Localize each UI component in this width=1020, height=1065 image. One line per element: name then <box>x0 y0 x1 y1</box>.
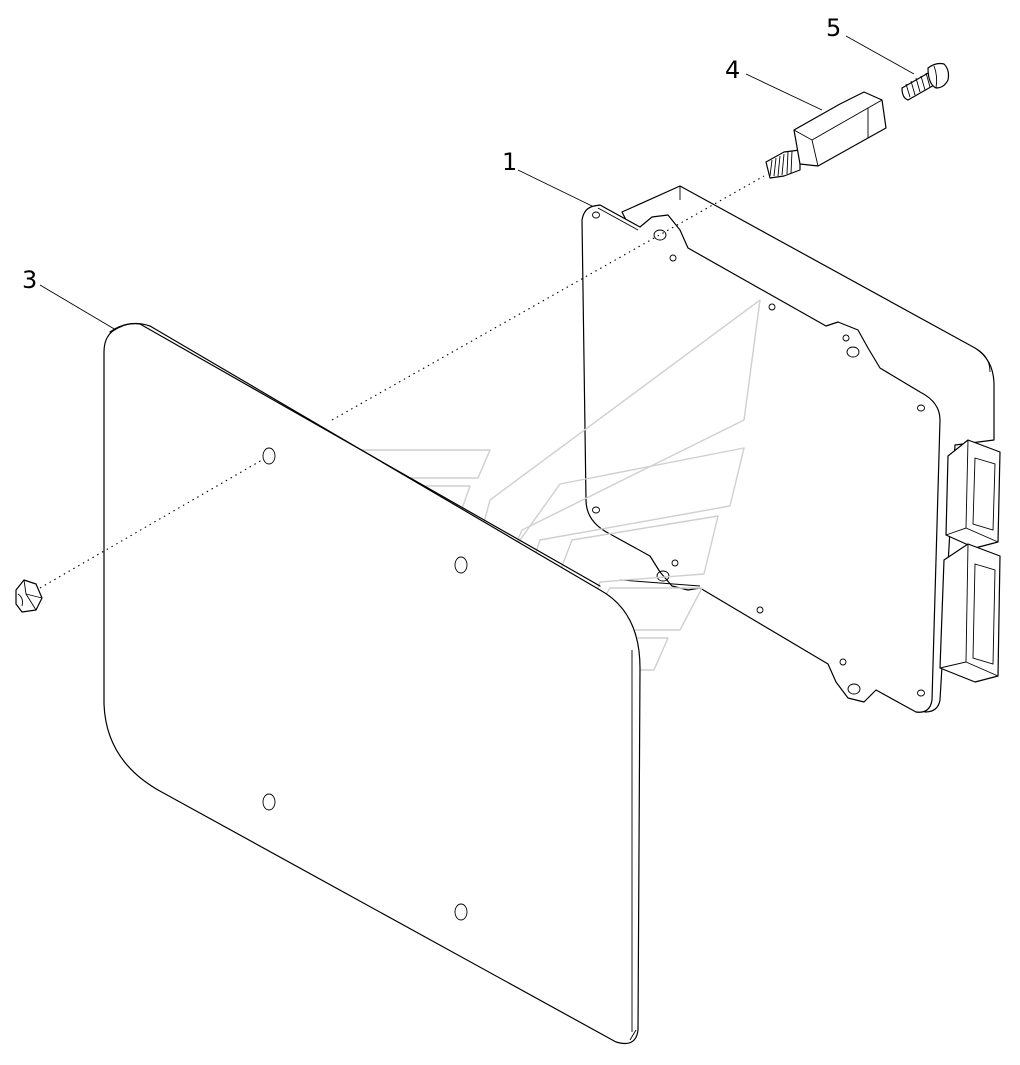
cover-plate-icon <box>103 322 641 1045</box>
callout-1: 1 <box>502 148 517 176</box>
control-module-icon <box>581 185 1001 713</box>
screw-icon <box>901 62 950 101</box>
connector-lower-icon <box>939 543 1001 683</box>
callout-3: 3 <box>22 266 37 294</box>
assembly-lines <box>39 175 765 589</box>
callout-4: 4 <box>725 56 740 84</box>
callout-leaders <box>39 35 915 331</box>
nut-icon <box>15 579 43 613</box>
callout-5: 5 <box>826 14 841 42</box>
connector-upper-icon <box>945 439 1001 549</box>
hex-standoff-icon <box>765 91 887 179</box>
